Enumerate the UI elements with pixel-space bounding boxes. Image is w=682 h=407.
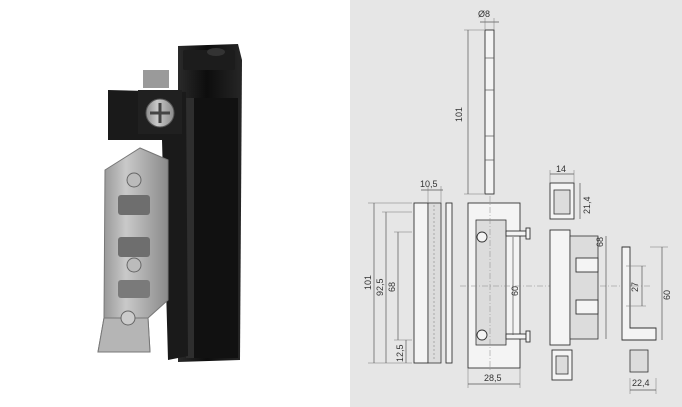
hinge-pin-view: Ø8 101 <box>454 9 499 195</box>
angle-profile: 27 60 22,4 <box>621 246 672 394</box>
technical-drawing: Ø8 101 10,5 <box>350 0 682 407</box>
dim-height-68-left: 68 <box>387 282 397 292</box>
dimension-drawing: Ø8 101 10,5 <box>363 9 672 394</box>
product-photo <box>97 44 242 362</box>
dim-width-22-4: 22,4 <box>632 378 650 388</box>
hinge-photo-illustration <box>97 44 242 362</box>
dim-total-height: 101 <box>363 275 373 290</box>
side-elevation: 10,5 101 92,5 68 12,5 <box>363 179 453 364</box>
dim-width-14: 14 <box>556 164 566 174</box>
top-detail: 14 21,4 <box>549 164 592 220</box>
dim-width-10-5: 10,5 <box>420 179 438 189</box>
dim-depth-21-4: 21,4 <box>582 196 592 214</box>
bottom-detail <box>551 349 573 381</box>
dim-offset-12-5: 12,5 <box>395 344 405 362</box>
dim-height-92-5: 92,5 <box>375 278 385 296</box>
bracket-elevation: 68 <box>549 229 650 346</box>
dim-height-68-right: 68 <box>595 237 605 247</box>
dim-center-60: 60 <box>510 286 520 296</box>
dim-height-27: 27 <box>630 282 640 292</box>
front-elevation: 60 28,5 <box>460 196 560 388</box>
dim-pin-length: 101 <box>454 107 464 122</box>
dim-height-60-right: 60 <box>662 290 672 300</box>
dim-pin-diameter: Ø8 <box>478 9 490 19</box>
dim-width-28-5: 28,5 <box>484 373 502 383</box>
